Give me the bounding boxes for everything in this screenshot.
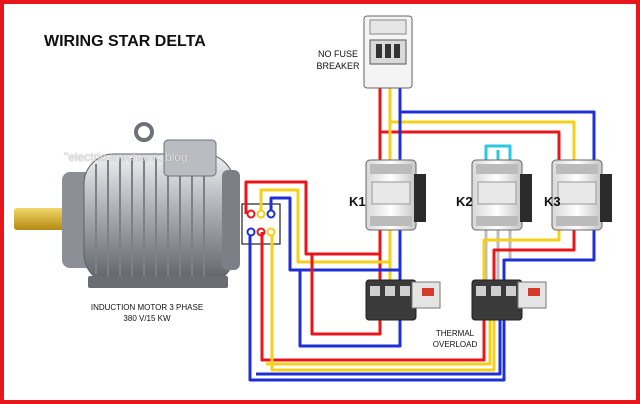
motor-terminal-board xyxy=(241,203,281,245)
wire-motor-w2 xyxy=(248,236,506,382)
contactor-k1 xyxy=(365,159,426,231)
thermal-overload-1 xyxy=(365,279,441,321)
wire-motor-w1 xyxy=(269,196,400,272)
bus-blue xyxy=(400,110,596,160)
thermal-label-line1: THERMAL xyxy=(435,329,475,338)
wire-motor-u1 xyxy=(244,180,380,256)
terminal-w2 xyxy=(246,227,256,237)
motor-caption-line2: 380 V/15 KW xyxy=(123,314,171,323)
thermal-overload-2 xyxy=(471,279,547,321)
contactor-k3-label: K3 xyxy=(544,194,561,209)
contactor-k3 xyxy=(551,159,612,231)
terminal-v2 xyxy=(266,227,276,237)
wire-k3-yellow xyxy=(482,230,561,280)
breaker-label: NO FUSE BREAKER xyxy=(306,48,370,72)
terminal-w1 xyxy=(266,209,276,219)
terminal-u1 xyxy=(246,209,256,219)
thermal-label-line2: OVERLOAD xyxy=(432,340,478,349)
wire-ol1-red xyxy=(310,254,382,336)
motor-terminal-box xyxy=(163,139,217,177)
contactor-k1-label: K1 xyxy=(349,194,366,209)
wire-k3-red xyxy=(492,230,576,280)
motor-feet xyxy=(88,276,228,288)
wire-delta-yellow xyxy=(266,320,492,366)
contactor-k2-label: K2 xyxy=(456,194,473,209)
wire-motor-v1 xyxy=(259,188,390,264)
motor-shaft xyxy=(14,208,74,230)
wires xyxy=(244,84,596,382)
motor-watermark: "electric-mechanic.blog xyxy=(64,150,188,164)
motor-cooling-fins xyxy=(95,158,205,282)
diagram-title: WIRING STAR DELTA xyxy=(44,33,206,50)
breaker-label-line2: BREAKER xyxy=(316,61,360,71)
k2-star-bridge xyxy=(484,144,512,164)
wire-delta-blue xyxy=(256,320,502,376)
wire-ol1-blue xyxy=(298,270,402,348)
wire-motor-u2 xyxy=(260,232,486,362)
thermal-overload-label: THERMAL OVERLOAD xyxy=(420,328,490,350)
terminal-v1 xyxy=(256,209,266,219)
induction-motor xyxy=(14,122,240,288)
bus-red xyxy=(380,130,561,160)
contactor-k2 xyxy=(471,159,532,231)
motor-lifting-eye xyxy=(134,122,154,142)
wiring-diagram xyxy=(14,15,612,382)
motor-rear-cover xyxy=(222,170,240,270)
wire-k3-blue xyxy=(502,230,596,280)
wire-motor-v2 xyxy=(270,236,496,372)
motor-caption-line1: INDUCTION MOTOR 3 PHASE xyxy=(90,303,204,312)
motor-caption: INDUCTION MOTOR 3 PHASE 380 V/15 KW xyxy=(62,302,232,324)
breaker-label-line1: NO FUSE xyxy=(317,49,358,59)
no-fuse-breaker xyxy=(363,15,413,89)
bus-yellow xyxy=(390,120,576,160)
